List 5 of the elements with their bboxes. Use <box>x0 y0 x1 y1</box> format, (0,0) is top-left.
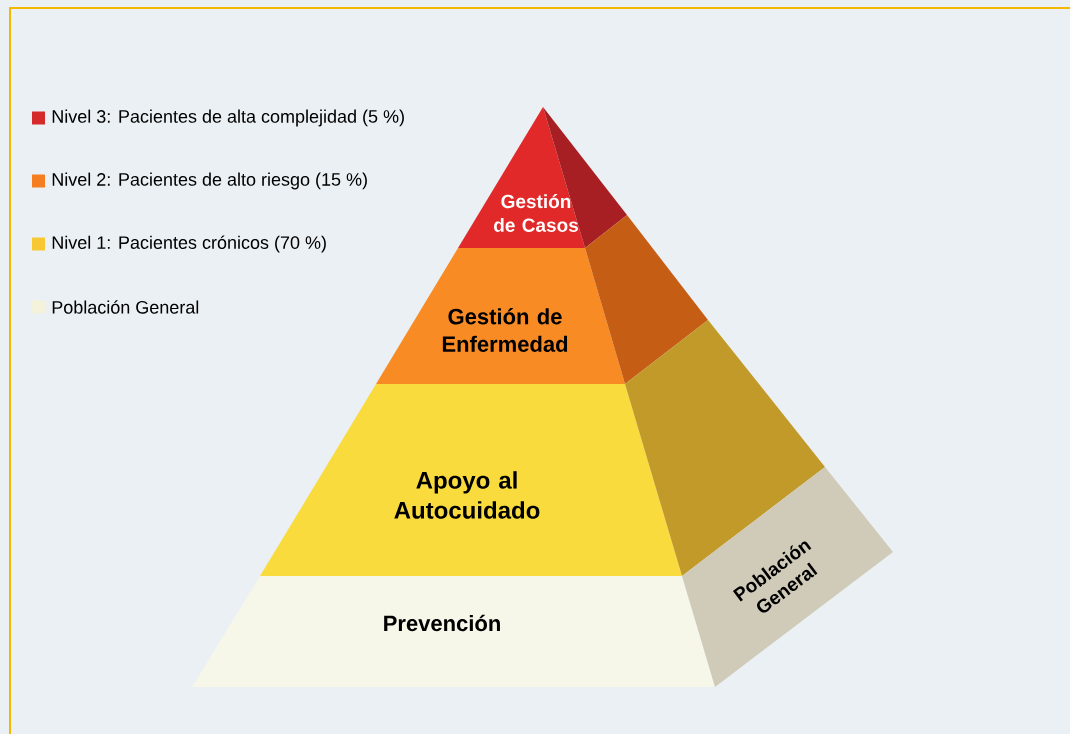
legend-label: Nivel 3: Pacientes de alta complejidad (5 %) <box>52 109 404 127</box>
legend-label: Nivel 2: Pacientes de alto riesgo (15 %) <box>52 172 367 190</box>
legend-label: Nivel 1: Pacientes crónicos (70 %) <box>52 235 326 253</box>
pyramid-layer: Gestión de Casos <box>458 107 627 248</box>
legend-label: Población General <box>52 300 199 314</box>
